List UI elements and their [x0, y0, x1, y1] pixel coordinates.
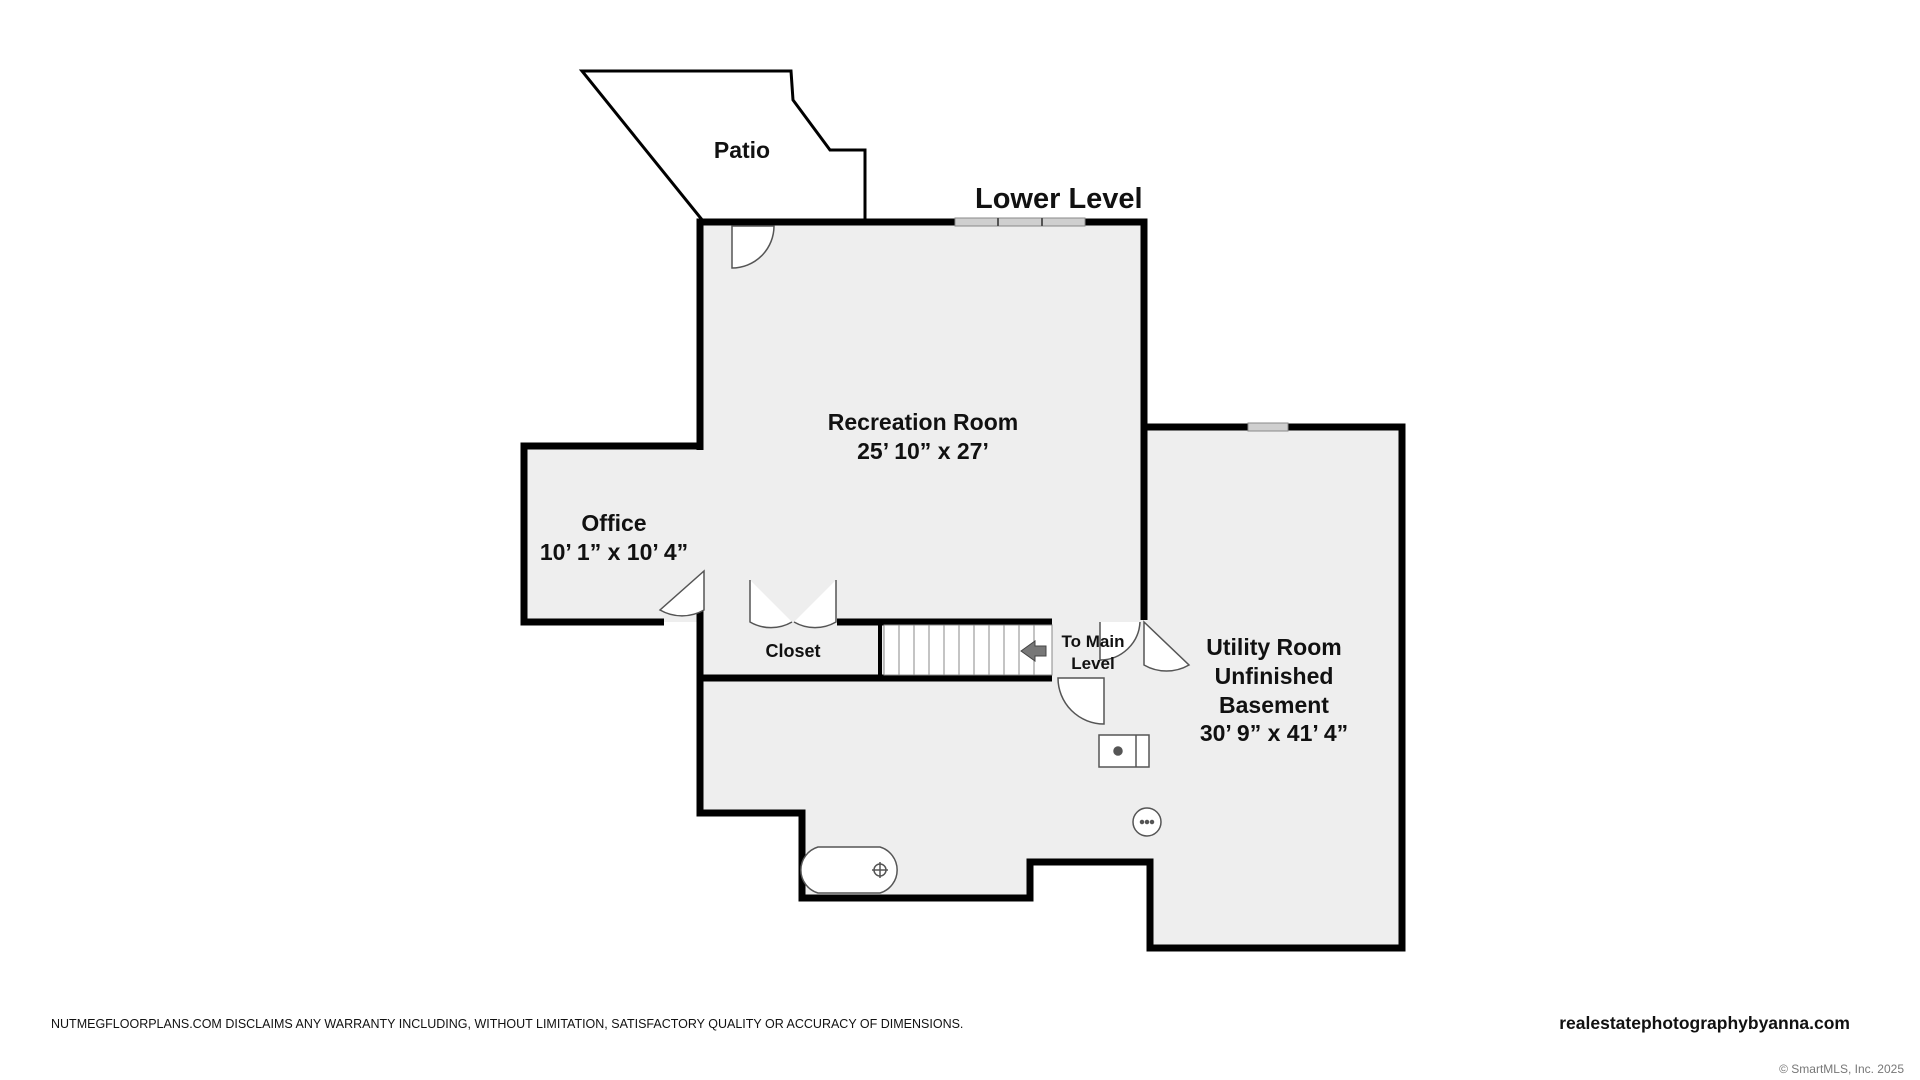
utility-room-label-line1: Utility Room	[1206, 634, 1341, 660]
stairs-label-line2: Level	[1071, 654, 1114, 673]
door-closet-right	[793, 580, 837, 629]
door-closet-left	[749, 580, 793, 629]
window-utility-top	[1247, 422, 1289, 432]
office-label: Office	[581, 510, 646, 536]
walls	[520, 218, 1406, 952]
labels: Lower Level Patio Recreation Room 25’ 10…	[540, 137, 1348, 746]
windows	[954, 217, 1289, 432]
office-floor	[524, 446, 704, 622]
floor-fills	[524, 222, 1402, 948]
recreation-room-floor	[700, 222, 1144, 622]
water-heater-icon	[1098, 734, 1150, 768]
closet-floor	[704, 622, 880, 678]
stairs	[883, 624, 1053, 676]
utility-room-dims: 30’ 9” x 41’ 4”	[1200, 720, 1348, 746]
website-link[interactable]: realestatephotographybyanna.com	[1559, 1013, 1850, 1033]
closet-label: Closet	[765, 641, 820, 661]
oil-tank-icon	[800, 846, 898, 894]
patio-label: Patio	[714, 137, 770, 163]
door-utility	[1143, 620, 1191, 672]
level-title: Lower Level	[975, 183, 1143, 215]
copyright-text: © SmartMLS, Inc. 2025	[1779, 1062, 1904, 1076]
door-office	[658, 569, 705, 617]
office-wall	[520, 442, 700, 626]
utility-room-label-line2: Unfinished	[1215, 663, 1334, 689]
utility-room-wall	[696, 423, 1406, 952]
window-rec-top	[954, 217, 1086, 227]
utility-room-floor	[700, 427, 1402, 948]
doors	[658, 225, 1191, 725]
stairs-label-line1: To Main	[1062, 632, 1125, 651]
door-patio	[731, 225, 775, 269]
recreation-room-wall	[696, 218, 1148, 450]
floor-drain-icon	[1132, 807, 1162, 837]
door-lower	[1057, 677, 1105, 725]
fixtures	[800, 734, 1162, 894]
door-stairs	[1099, 621, 1141, 661]
disclaimer-text: NUTMEGFLOORPLANS.COM DISCLAIMS ANY WARRA…	[51, 1017, 964, 1031]
recreation-room-dims: 25’ 10” x 27’	[857, 438, 989, 464]
stair-direction-arrow-icon	[1020, 640, 1047, 662]
office-dims: 10’ 1” x 10’ 4”	[540, 539, 688, 565]
utility-room-label-line3: Basement	[1219, 692, 1329, 718]
recreation-room-label: Recreation Room	[828, 409, 1018, 435]
